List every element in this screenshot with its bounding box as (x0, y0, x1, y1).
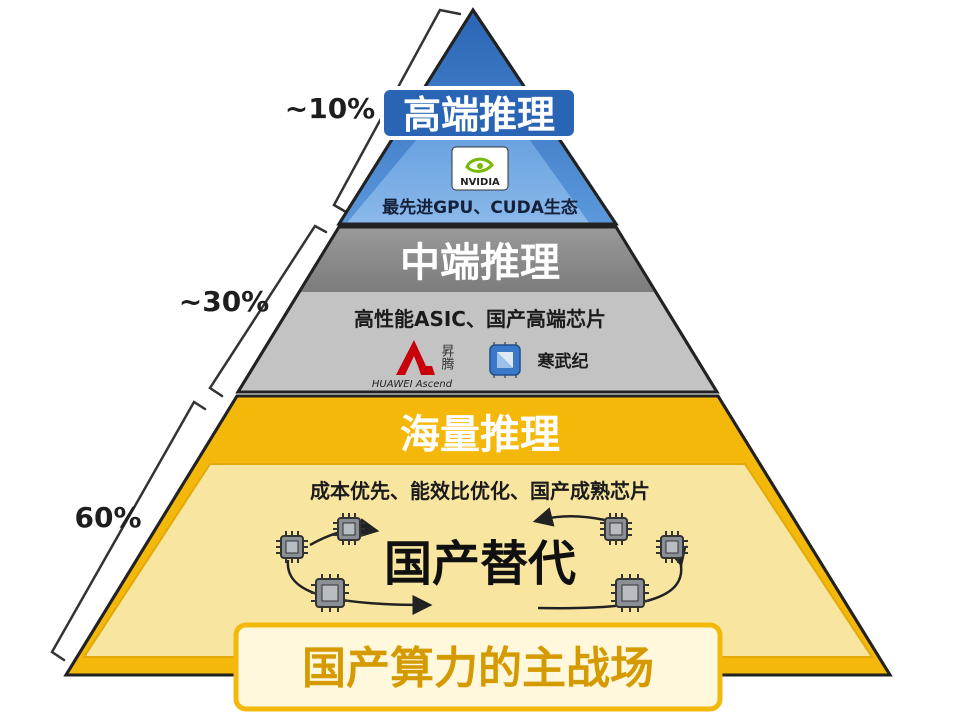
domestic-substitution-text: 国产替代 (384, 536, 576, 592)
tier-mass (63, 394, 893, 712)
chip-icon (656, 531, 688, 563)
huawei-ascend-text: HUAWEI Ascend (372, 379, 453, 390)
chip-icon (276, 531, 308, 563)
cambricon-logo (489, 342, 521, 378)
share-mass-label: 60% (74, 501, 141, 534)
tier-mid-title: 中端推理 (400, 240, 560, 286)
tier-high-description: 最先进GPU、CUDA生态 (382, 197, 578, 218)
tier-mid-description: 高性能ASIC、国产高端芯片 (354, 307, 606, 331)
bottom-label: 国产算力的主战场 (302, 643, 654, 694)
bracket-mid (208, 224, 328, 398)
tier-mass-description: 成本优先、能效比优化、国产成熟芯片 (310, 479, 650, 503)
chip-icon (311, 574, 349, 612)
share-mid-label: ~30% (179, 285, 269, 318)
bracket-mass (50, 400, 207, 662)
tier-high-title: 高端推理 (403, 93, 555, 137)
chip-icon (333, 513, 365, 545)
huawei-ascend-logo (396, 340, 435, 375)
chip-icons (276, 513, 688, 612)
chip-icon (611, 574, 649, 612)
share-high-label: ~10% (285, 92, 375, 125)
tier-high (336, 7, 619, 226)
cambricon-text: 寒武纪 (538, 351, 589, 372)
bottom-banner-bg (233, 622, 723, 712)
nvidia-logo (451, 146, 509, 191)
huawei-ascend-chinese: 昇腾 (439, 344, 455, 370)
tier-high-title-bg (380, 86, 578, 140)
tier-mid (235, 225, 720, 394)
nvidia-logo-text: NVIDIA (460, 177, 500, 188)
tier-mass-title: 海量推理 (400, 412, 560, 458)
chip-icon (600, 513, 632, 545)
